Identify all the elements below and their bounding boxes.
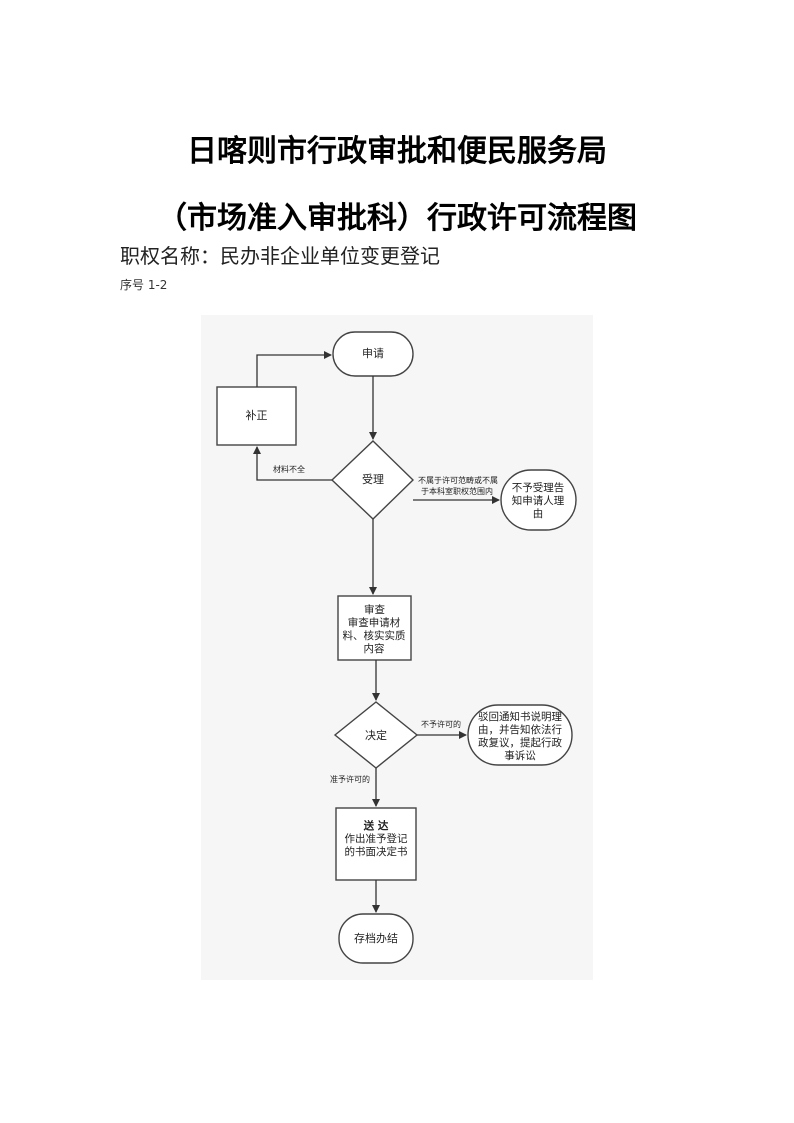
archive-label: 存档办结: [354, 932, 398, 945]
permitted-label: 准予许可的: [330, 775, 370, 784]
review-body: 审查申请材料、核实实质内容: [342, 617, 406, 655]
document-title-line2: （市场准入审批科）行政许可流程图: [157, 201, 637, 236]
archive-node: [338, 913, 414, 964]
edge-incomplete: [253, 446, 332, 481]
decide-label: 决定: [365, 729, 387, 742]
accept-label: 受理: [362, 473, 384, 486]
reject-accept-node: [500, 469, 577, 531]
document-title-line1: 日喀则市行政审批和便民服务局: [187, 134, 607, 169]
reject-notice-node: [467, 704, 573, 766]
review-node: [337, 595, 412, 661]
review-title: 审查: [364, 604, 385, 616]
incomplete-label: 材料不全: [273, 465, 305, 474]
reject-notice-label: 驳回通知书说明理由，并告知依法行政复议，提起行政事诉讼: [478, 711, 562, 762]
deliver-node: [335, 807, 417, 881]
flowchart-graphic: [216, 331, 577, 964]
edge-correct-to-apply: [256, 351, 332, 387]
correct-label: 补正: [245, 409, 268, 422]
right-name: 职权名称：民办非企业单位变更登记: [120, 244, 440, 268]
deliver-body: 作出准予登记的书面决定书: [344, 833, 408, 858]
out-of-scope-label-1: 不属于许可范畴或不属: [418, 476, 498, 485]
correct-node: [216, 386, 297, 446]
reject-accept-label: 不予受理告知申请人理由: [511, 482, 565, 520]
deliver-title: 送 达: [363, 820, 389, 832]
apply-label: 申请: [362, 347, 384, 360]
not-permitted-label: 不予许可的: [421, 720, 461, 729]
serial-number: 序号 1-2: [120, 278, 168, 292]
out-of-scope-label-2: 于本科室职权范围内: [421, 487, 493, 496]
